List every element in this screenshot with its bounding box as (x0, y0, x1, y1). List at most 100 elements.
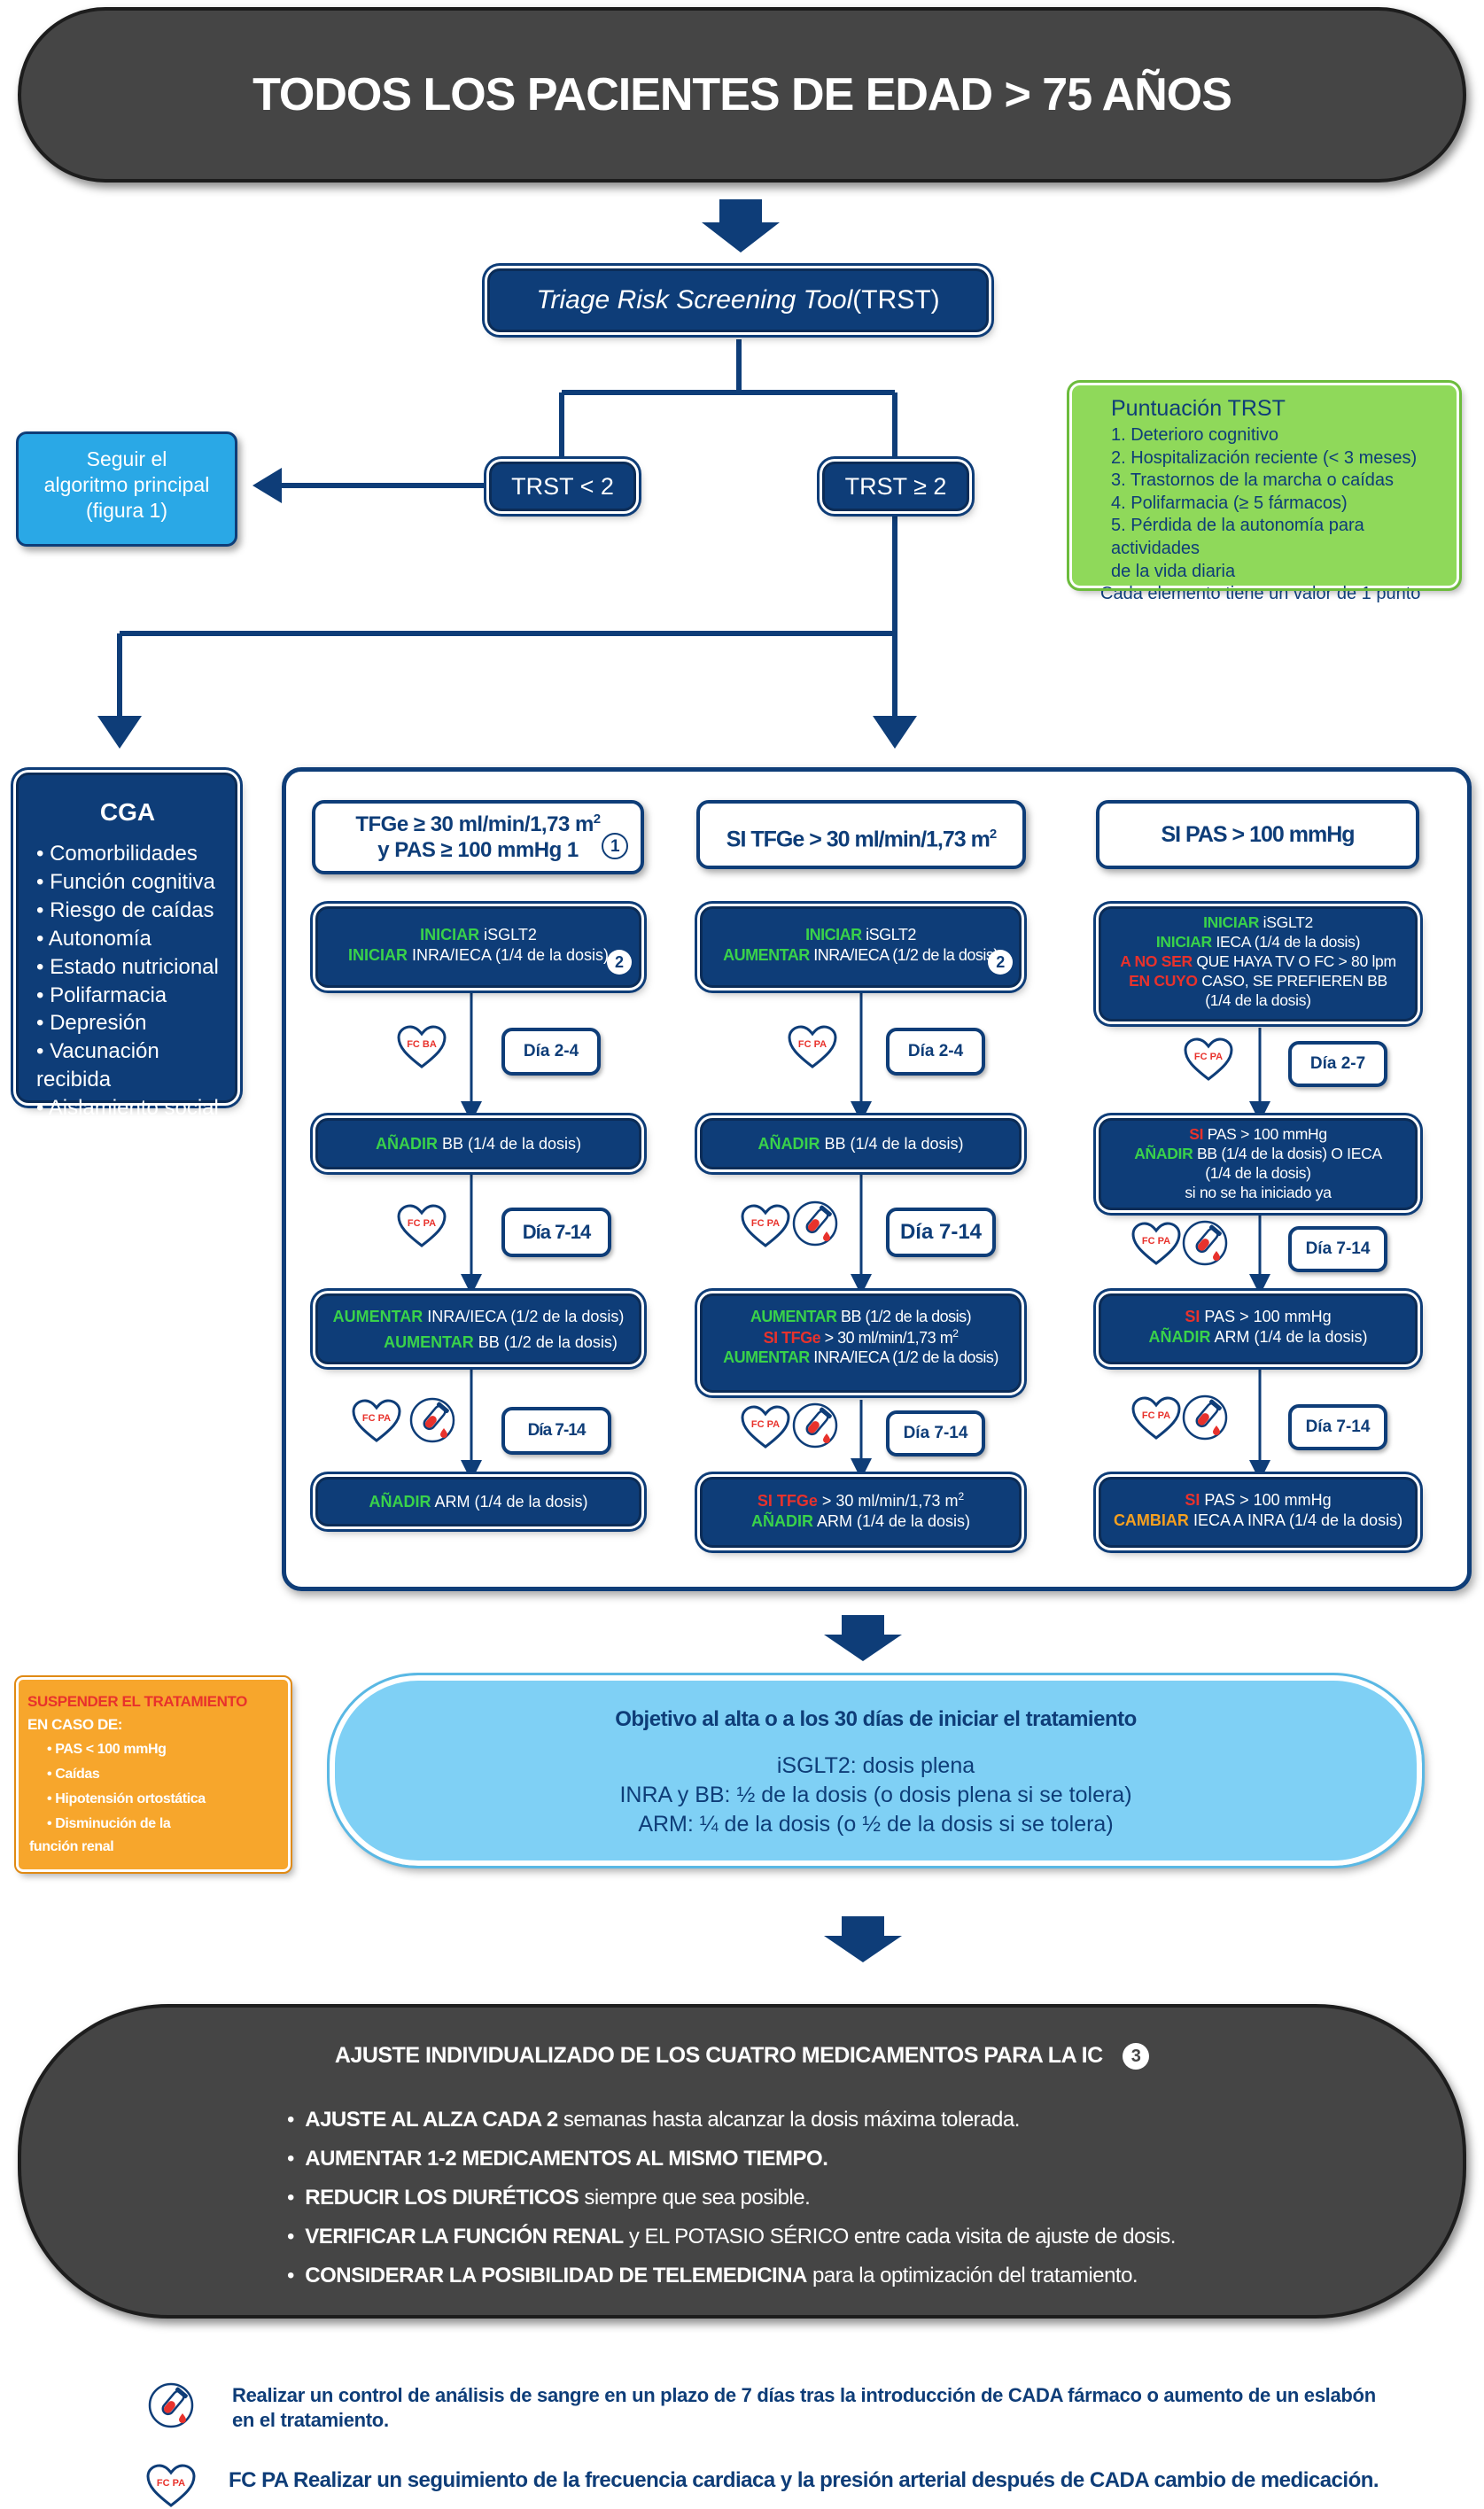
down-arrow-lower (824, 1916, 902, 1962)
legend-blood: Realizar un control de análisis de sangr… (232, 2383, 1472, 2432)
seguir-line-1: Seguir el (86, 447, 167, 470)
drug-text: IECA (1/4 de la dosis) (1211, 932, 1361, 951)
cga-title: CGA (99, 798, 156, 826)
puntuacion-item: 3. Trastornos de la marcha o caídas (1111, 470, 1395, 491)
drug-text: iSGLT2 (1259, 913, 1314, 931)
suspender-item: • Hipotensión ortostática (47, 1790, 206, 1806)
col1-step4-box: AÑADIR ARM (1/4 de la dosis) (315, 1477, 641, 1526)
objetivo-title: Objetivo al alta o a los 30 días de inic… (615, 1707, 1137, 1731)
drug-text: iSGLT2 (479, 926, 537, 944)
col1-step1-box: INICIAR iSGLT2 INICIAR INRA/IECA (1/4 de… (315, 906, 641, 988)
objetivo-line: iSGLT2: dosis plena (776, 1753, 975, 1778)
heart-label: FC PA (408, 1218, 436, 1229)
ajuste-title: AJUSTE INDIVIDUALIZADO DE LOS CUATRO MED… (334, 2043, 1103, 2068)
cga-item: • Función cognitiva (36, 869, 215, 894)
ajuste-item: • AUMENTAR 1-2 MEDICAMENTOS AL MISMO TIE… (287, 2147, 828, 2171)
action-aumentar: AUMENTAR (384, 1332, 474, 1351)
col2-day-badge-1: Día 2-4 (886, 1028, 985, 1076)
col1-day-badge-3: Día 7-14 (501, 1407, 611, 1455)
heart-label: FC PA (751, 1419, 780, 1430)
action-cambiar: CAMBIAR (1113, 1511, 1189, 1529)
action-anadir: AÑADIR (1148, 1327, 1211, 1346)
suspender-subtitle: EN CASO DE: (27, 1716, 123, 1734)
ajuste-banner: AJUSTE INDIVIDUALIZADO DE LOS CUATRO MED… (18, 2004, 1466, 2319)
condition-a-no-ser: A NO SER (1120, 952, 1193, 970)
drug-text: si no se ha iniciado ya (1185, 1183, 1332, 1201)
blood-tube-icon (792, 1200, 838, 1247)
trst-ge2-box: TRST ≥ 2 (822, 462, 969, 511)
trst-tool-rest: (TRST) (852, 285, 940, 315)
puntuacion-item: 2. Hospitalización reciente (< 3 meses) (1111, 447, 1418, 468)
down-arrow-top (702, 199, 780, 252)
drug-text: INRA/IECA (1/2 de la dosis) (809, 945, 998, 964)
arrowhead-main (873, 716, 917, 749)
col2-step4-box: SI TFGe > 30 ml/min/1,73 m2 AÑADIR ARM (… (700, 1477, 1022, 1548)
legend-blood-line-2: en el tratamiento. (232, 2408, 389, 2431)
heart-icon: FC PA (352, 1399, 401, 1442)
col1-day-badge-2: Día 7-14 (501, 1208, 611, 1257)
col1-header-sup: 2 (593, 812, 601, 827)
col2-step2-box: AÑADIR BB (1/4 de la dosis) (700, 1118, 1022, 1169)
drug-text: > 30 ml/min/1,73 m (820, 1328, 953, 1347)
action-iniciar: INICIAR (805, 926, 862, 944)
trst-lt2-box: TRST < 2 (489, 462, 636, 511)
col2-header: SI TFGe > 30 ml/min/1,73 m2 (696, 800, 1026, 869)
seguir-line-3: (figura 1) (85, 498, 168, 522)
puntuacion-item: 5. Pérdida de la autonomía para activida… (1111, 516, 1364, 558)
cga-box: CGA • Comorbilidades • Función cognitiva… (16, 773, 237, 1120)
col3-day-badge-3: Día 7-14 (1288, 1404, 1387, 1450)
cga-item: • Aislamiento social (36, 1096, 219, 1121)
trst-lt2-label: TRST < 2 (511, 472, 614, 500)
heart-label: FC BA (407, 1039, 437, 1050)
legend-fcpa: FC PA Realizar un seguimiento de la frec… (229, 2468, 1379, 2492)
action-anadir: AÑADIR (1134, 1144, 1193, 1162)
cga-item: • Riesgo de caídas (36, 897, 214, 922)
arrowhead-cga (97, 716, 142, 749)
col1-step2-box: AÑADIR BB (1/4 de la dosis) (315, 1118, 641, 1169)
treatment-frame (282, 767, 1472, 1591)
condition-si: SI (1185, 1308, 1200, 1325)
drug-text: ARM (1/4 de la dosis) (431, 1493, 588, 1511)
puntuacion-title: Puntuación TRST (1111, 396, 1286, 421)
col3-step3-box: SI PAS > 100 mmHg AÑADIR ARM (1/4 de la … (1099, 1293, 1418, 1364)
action-aumentar: AUMENTAR (723, 1348, 810, 1366)
cga-item: • Vacunación recibida (36, 1039, 159, 1092)
heart-icon: FC PA (1131, 1396, 1181, 1440)
superscript: 2 (952, 1326, 959, 1340)
heart-icon: FC PA (1131, 1222, 1181, 1265)
action-iniciar: INICIAR (1155, 932, 1212, 951)
cga-item: • Autonomía (36, 926, 152, 951)
heart-label: FC PA (157, 2478, 185, 2489)
suspender-last: función renal (29, 1838, 114, 1854)
drug-text: QUE HAYA TV O FC > 80 lpm (1192, 952, 1396, 970)
drug-text: PAS > 100 mmHg (1200, 1491, 1332, 1509)
objetivo-line: ARM: ¼ de la dosis (o ½ de la dosis si s… (638, 1812, 1114, 1837)
heart-icon: FC PA (741, 1405, 790, 1449)
action-iniciar: INICIAR (1203, 913, 1260, 931)
action-anadir: AÑADIR (750, 1511, 813, 1530)
page-title: TODOS LOS PACIENTES DE EDAD > 75 AÑOS (253, 69, 1232, 120)
col1-step3-box: AUMENTAR INRA/IECA (1/2 de la dosis) AUM… (315, 1293, 641, 1364)
heart-label: FC PA (751, 1218, 780, 1229)
col1-day-badge-1: Día 2-4 (501, 1028, 601, 1076)
ajuste-item: • AJUSTE AL ALZA CADA 2 semanas hasta al… (287, 2108, 1020, 2132)
drug-text: INRA/IECA (1/2 de la dosis) (423, 1308, 625, 1325)
objetivo-line: INRA y BB: ½ de la dosis (o dosis plena … (619, 1783, 1132, 1807)
condition-si-tfge: SI TFGe (757, 1492, 818, 1510)
step-number-2: 2 (988, 950, 1013, 975)
blood-tube-icon (148, 2382, 194, 2428)
step-number-1: 1 (602, 833, 628, 859)
ajuste-item: • REDUCIR LOS DIURÉTICOS siempre que sea… (287, 2186, 811, 2210)
seguir-algoritmo-box: Seguir el algoritmo principal (figura 1) (16, 431, 237, 547)
col1-header: TFGe ≥ 30 ml/min/1,73 m2 y PAS ≥ 100 mmH… (312, 800, 644, 874)
drug-text: iSGLT2 (861, 926, 916, 944)
blood-tube-icon (1182, 1220, 1228, 1266)
col3-step4-box: SI PAS > 100 mmHg CAMBIAR IECA A INRA (1… (1099, 1477, 1418, 1548)
blood-tube-icon (792, 1402, 838, 1449)
trst-ge2-label: TRST ≥ 2 (844, 472, 947, 500)
col3-step2-box: SI PAS > 100 mmHg AÑADIR BB (1/4 de la d… (1099, 1118, 1418, 1210)
drug-text: INRA/IECA (1/4 de la dosis) (407, 945, 610, 964)
step-number-3: 3 (1123, 2043, 1150, 2070)
suspender-item: • Caídas (47, 1766, 100, 1782)
